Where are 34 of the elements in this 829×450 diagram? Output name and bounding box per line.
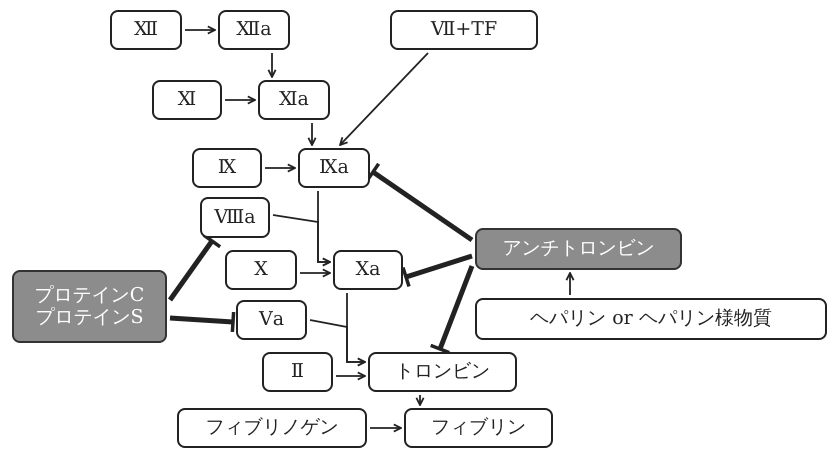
cofactor-box: ヘパリン or ヘパリン様物質 [475, 298, 827, 340]
arrow [310, 319, 366, 366]
factor-box: Ⅺ [152, 80, 222, 120]
arrow [308, 123, 316, 146]
arrow [300, 268, 331, 278]
arrow [416, 395, 424, 406]
factor-box: トロンビン [368, 352, 517, 392]
factor-box: Ⅻa [218, 10, 290, 50]
factor-box: Ⅷa [200, 197, 270, 238]
inhibition-line [170, 310, 236, 334]
arrow [225, 96, 256, 104]
arrow [566, 272, 574, 295]
inhibition-line [401, 254, 473, 288]
arrow [336, 372, 366, 380]
factor-box: Ⅱ [262, 352, 333, 392]
arrow [370, 424, 402, 432]
factor-box: Ⅺa [258, 80, 330, 120]
arrow [339, 52, 429, 146]
factor-box: Ⅸ [192, 148, 262, 188]
inhibitor-box: アンチトロンビン [475, 228, 682, 270]
factor-box: Ⅶ+TF [390, 10, 538, 50]
arrow [185, 26, 216, 34]
factor-box: Ⅸa [298, 148, 370, 188]
arrow [265, 164, 296, 172]
factor-box: Ⅹ [225, 250, 297, 290]
factor-box: Ⅴa [236, 300, 307, 340]
factor-box: フィブリノゲン [177, 408, 367, 448]
factor-box: フィブリン [404, 408, 553, 448]
arrow [268, 53, 276, 78]
arrow [272, 214, 331, 266]
inhibition-line [428, 265, 474, 354]
factor-box: Ⅹa [333, 250, 403, 290]
factor-box: Ⅻ [110, 10, 182, 50]
inhibitor-box: プロテインC プロテインS [12, 270, 167, 343]
